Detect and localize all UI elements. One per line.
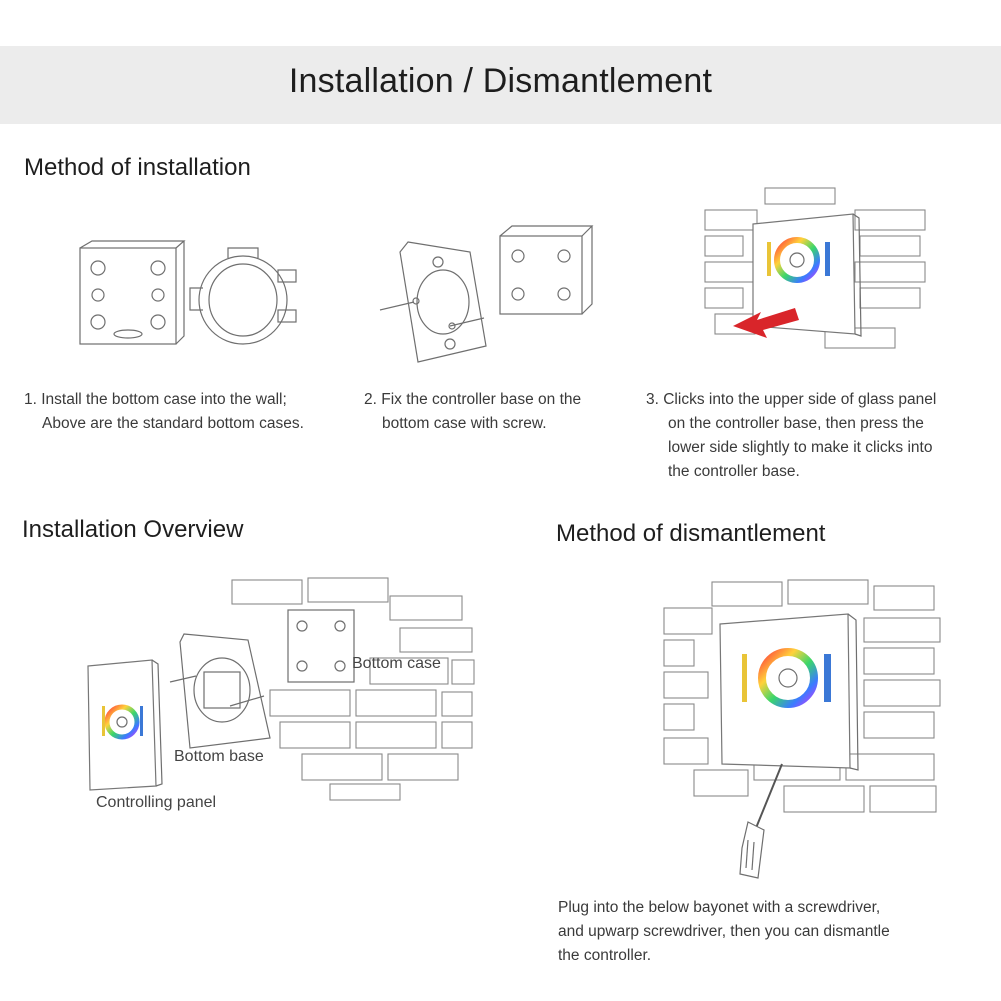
installation-overview-illustration bbox=[87, 577, 475, 801]
step-1-caption: 1. Install the bottom case into the wall… bbox=[24, 391, 304, 432]
label-controlling-panel: Controlling panel bbox=[96, 794, 217, 811]
dismantlement-caption: Plug into the below bayonet with a screw… bbox=[558, 899, 890, 964]
glass-panel-on-wall-illustration bbox=[704, 187, 926, 349]
dismantlement-illustration bbox=[663, 579, 941, 879]
step-2-caption: 2. Fix the controller base on the bottom… bbox=[364, 391, 582, 432]
controller-base-illustration bbox=[379, 225, 594, 363]
heading-installation-overview: Installation Overview bbox=[22, 516, 244, 543]
title-banner bbox=[0, 46, 1001, 124]
step-3-caption: 3. Clicks into the upper side of glass p… bbox=[646, 391, 937, 480]
page-title: Installation / Dismantlement bbox=[288, 62, 713, 100]
label-bottom-base: Bottom base bbox=[174, 748, 264, 765]
heading-method-of-dismantlement: Method of dismantlement bbox=[556, 520, 826, 547]
label-bottom-case: Bottom case bbox=[352, 655, 441, 672]
bottom-case-illustration bbox=[79, 240, 297, 345]
heading-method-of-installation: Method of installation bbox=[24, 154, 251, 181]
